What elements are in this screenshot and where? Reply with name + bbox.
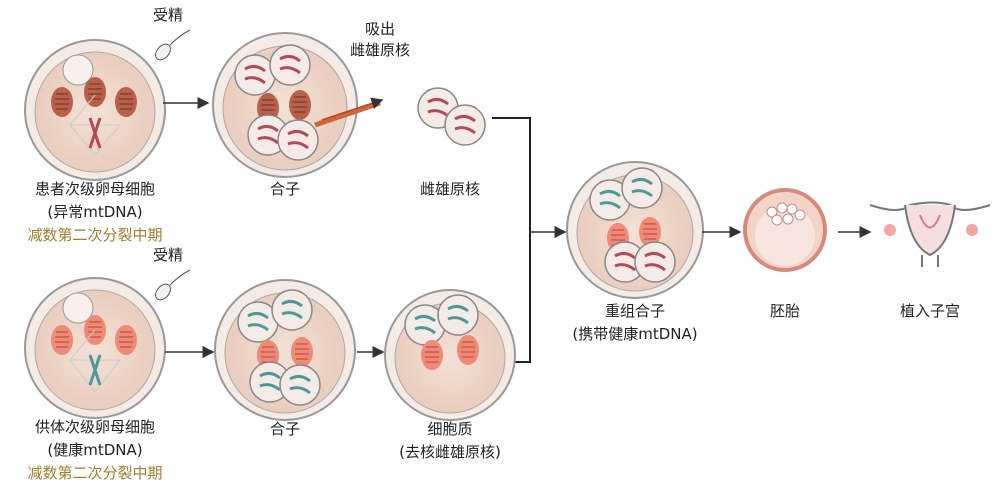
fertilization-label-top: 受精 [152, 6, 184, 24]
donor-oocyte [24, 277, 166, 419]
uterus [869, 201, 991, 267]
embryo [743, 188, 827, 272]
donor-mtdna-label: (健康mtDNA) [47, 441, 143, 459]
patient-zygote [212, 32, 381, 178]
patient-oocyte-label: 患者次级卵母细胞 [34, 180, 156, 198]
aspirate-arrow [321, 97, 384, 121]
fertilization-label-bottom: 受精 [152, 246, 184, 264]
cytoplasm-label: 细胞质 [427, 420, 473, 438]
enucleated-cytoplasm [384, 289, 516, 421]
reconstructed-mtdna-label: (携带健康mtDNA) [572, 325, 698, 343]
zygote-label-top: 合子 [269, 180, 301, 198]
reconstructed-zygote [566, 161, 704, 299]
reconstructed-zygote-label: 重组合子 [604, 302, 666, 320]
aspirate-label-2: 雌雄原核 [349, 41, 411, 59]
aspirate-label: 吸出 [364, 20, 396, 38]
patient-stage-label: 减数第二次分裂中期 [27, 226, 163, 244]
pronuclei-label: 雌雄原核 [419, 180, 481, 198]
donor-stage-label: 减数第二次分裂中期 [27, 464, 163, 482]
donor-oocyte-label: 供体次级卵母细胞 [34, 418, 156, 436]
patient-mtdna-label: (异常mtDNA) [47, 203, 143, 221]
sperm-bottom [155, 269, 191, 301]
cytoplasm-note: (去核雌雄原核) [399, 443, 501, 461]
zygote-label-bottom: 合子 [269, 420, 301, 438]
embryo-label: 胚胎 [769, 302, 801, 320]
sperm-top [155, 29, 191, 61]
donor-zygote [214, 279, 356, 421]
implant-label: 植入子宫 [899, 302, 961, 320]
pronuclei [416, 86, 487, 147]
patient-oocyte [24, 39, 166, 181]
